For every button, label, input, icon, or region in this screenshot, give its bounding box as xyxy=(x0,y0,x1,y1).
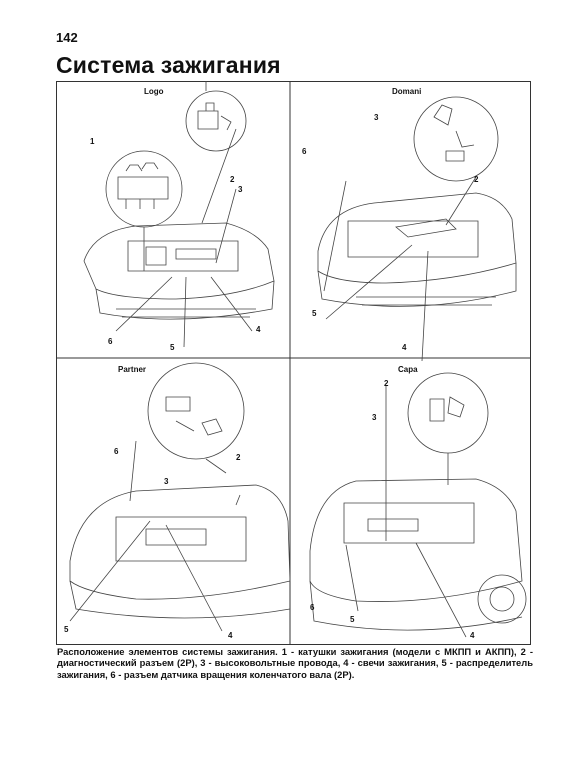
logo-car-drawing xyxy=(83,81,275,348)
callout-partner-6: 6 xyxy=(114,447,119,456)
callout-domani-4: 4 xyxy=(402,343,407,352)
domani-car-drawing xyxy=(317,96,517,362)
callout-logo-5: 5 xyxy=(170,343,175,352)
callout-domani-3: 3 xyxy=(374,113,379,122)
partner-car-drawing xyxy=(69,362,291,632)
callout-partner-3: 3 xyxy=(164,477,169,486)
panel-label-capa: Capa xyxy=(398,365,418,374)
callout-partner-4: 4 xyxy=(228,631,233,640)
callout-logo-2: 2 xyxy=(230,175,235,184)
callout-partner-5: 5 xyxy=(64,625,69,634)
callout-domani-6: 6 xyxy=(302,147,307,156)
callout-capa-5: 5 xyxy=(350,615,355,624)
callout-capa-4: 4 xyxy=(470,631,475,640)
callout-partner-2: 2 xyxy=(236,453,241,462)
figure-frame xyxy=(56,81,531,645)
callout-logo-3: 3 xyxy=(238,185,243,194)
figure-caption: Расположение элементов системы зажигания… xyxy=(57,646,533,680)
callout-logo-6: 6 xyxy=(108,337,113,346)
ignition-figure: Logo Domani Partner Capa 1 2 3 4 5 6 2 3… xyxy=(56,81,531,645)
capa-car-drawing xyxy=(309,372,527,638)
panel-label-domani: Domani xyxy=(392,87,422,96)
callout-capa-2: 2 xyxy=(384,379,389,388)
callout-capa-3: 3 xyxy=(372,413,377,422)
page-title: Система зажигания xyxy=(56,52,281,78)
panel-label-partner: Partner xyxy=(118,365,147,374)
page-number: 142 xyxy=(56,30,78,45)
callout-capa-6: 6 xyxy=(310,603,315,612)
panel-label-logo: Logo xyxy=(144,87,164,96)
callout-domani-2: 2 xyxy=(474,175,479,184)
callout-logo-4: 4 xyxy=(256,325,261,334)
callout-logo-1: 1 xyxy=(90,137,95,146)
callout-domani-5: 5 xyxy=(312,309,317,318)
